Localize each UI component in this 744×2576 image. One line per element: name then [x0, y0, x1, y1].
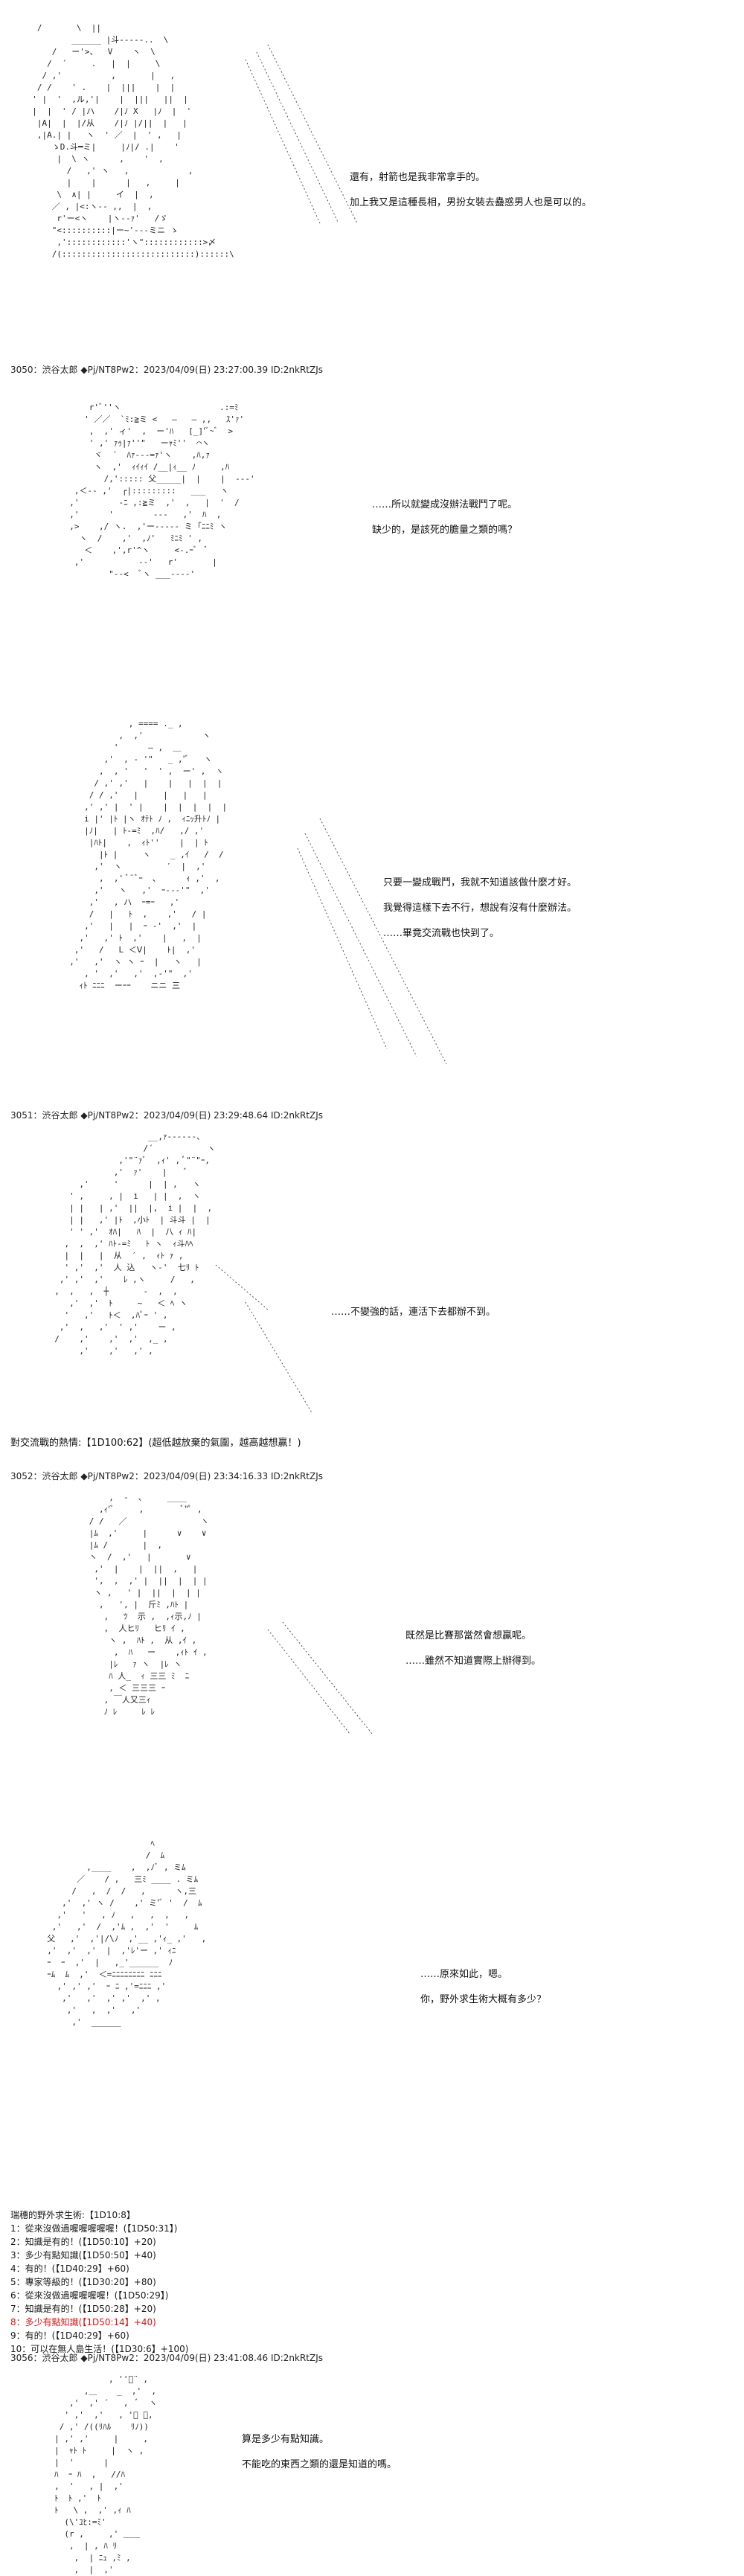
dialogue-line: ……不變強的話，連活下去都辦不到。	[331, 1307, 496, 1318]
dialogue-line: 只要一變成戰鬥，我就不知道該做什麼才好。	[383, 877, 577, 888]
dialogue-line: ……雖然不知道實際上辦得到。	[405, 1656, 542, 1667]
survival-roll-item-selected: 8：多少有點知識(【1D50:14】+40)	[10, 2317, 156, 2327]
dialogue-block: ……不變強的話，連活下去都辦不到。	[331, 1306, 496, 1331]
dialogue-line: 既然是比賽那當然會想贏呢。	[405, 1630, 532, 1641]
ascii-art-figure: , - ､ ____ ,ｨ'ﾞ , ﾞ"ﾟ , / / ／ ヽ |ﾑ ,' | …	[89, 1493, 209, 1717]
dialogue-block: 只要一變成戰鬥，我就不知道該做什麼才好。 我覺得這樣下去不行，想說有沒有什麼辦法…	[383, 877, 577, 952]
survival-roll-item: 1：從來沒做過喔喔喔喔喔！(【1D50:31】)	[10, 2223, 178, 2234]
roll-result-text: 對交流戰的熱情:【1D100:62】(超低越放棄的氣圍，越高越想贏！)	[10, 1438, 301, 1449]
dialogue-line: 不能吃的東西之類的還是知道的嗎。	[242, 2459, 397, 2470]
dialogue-line: 還有，射箭也是我非常拿手的。	[350, 172, 486, 183]
dialogue-block: ……所以就變成沒辦法戰鬥了呢。 缺少的，是該死的膽量之類的嗎？	[372, 499, 517, 549]
survival-roll-item: 5：專家等級的！(【1D30:20】+80)	[10, 2277, 156, 2287]
survival-roll-item: 6：從來沒做過喔喔喔喔！(【1D50:29】)	[10, 2290, 169, 2301]
dialogue-line: ……畢竟交流戰也快到了。	[383, 928, 500, 939]
post-header: 3050：渋谷太郎 ◆Pj/NT8Pw2：2023/04/09(日) 23:27…	[10, 365, 324, 375]
ascii-art-figure: , ==== ._ , , ,' ヽ ' ― , ＿ ,' , - '" _ ,…	[69, 719, 228, 990]
dialogue-line: 缺少的，是該死的膽量之類的嗎？	[372, 525, 518, 536]
dialogue-block: ……原來如此，嗯。 你，野外求生術大概有多少？	[420, 1968, 546, 2019]
dialogue-line: ……原來如此，嗯。	[420, 1969, 508, 1980]
survival-roll-title: 瑞穗的野外求生術:【1D10:8】	[10, 2210, 135, 2220]
dialogue-line: ……所以就變成沒辦法戰鬥了呢。	[372, 499, 518, 510]
survival-roll-item: 9：有的！(【1D40:29】+60)	[10, 2330, 129, 2341]
dialogue-block: 既然是比賽那當然會想贏呢。 ……雖然不知道實際上辦得到。	[405, 1630, 541, 1680]
survival-roll-item: 2：知識是有的！(【1D50:10】+20)	[10, 2237, 156, 2247]
survival-roll-item: 3：多少有點知識(【1D50:50】+40)	[10, 2250, 156, 2261]
dialogue-line: 你，野外求生術大概有多少？	[420, 1994, 547, 2005]
ascii-art-figure: , ''ﾞ¨ , ,＿ _ ,' , ,' ,' ´ , ﾞ ヽ ' ,' ,'…	[54, 2374, 158, 2575]
dialogue-line: 算是多少有點知識。	[242, 2434, 330, 2445]
ascii-art-figure: __,ｧ------、 /´ ヽ ,'"¨ｧﾞ ,ｨ' , ﾞ"¨"ｰ, ,' …	[54, 1132, 216, 1356]
ascii-art-figure: r'ﾞ''ヽ .:=ﾐ ' ／／ `ﾐ:≧ミ < ― ― ,, ｽ'ｧ' , ,…	[69, 403, 255, 579]
survival-roll-item: 7：知識是有的！(【1D50:28】+20)	[10, 2304, 156, 2314]
dialogue-line: 我覺得這樣下去不行，想說有沒有什麼辦法。	[383, 903, 577, 914]
survival-roll-list: 瑞穗的野外求生術:【1D10:8】 1：從來沒做過喔喔喔喔喔！(【1D50:31…	[10, 2208, 188, 2356]
post-header: 3056：渋谷太郎 ◆Pj/NT8Pw2：2023/04/09(日) 23:41…	[10, 2353, 324, 2363]
dialogue-line: 加上我又是這種長相，男扮女裝去蠱惑男人也是可以的。	[350, 197, 592, 208]
dialogue-block: 算是多少有點知識。 不能吃的東西之類的還是知道的嗎。	[242, 2433, 397, 2484]
ascii-art-figure: ﾍ / ﾑ ,____ , ,ﾉﾞ , ミﾑ ／ / , 三ﾐ ____ . ミ…	[47, 1839, 207, 2027]
survival-roll-item: 4：有的！(【1D40:29】+60)	[10, 2263, 129, 2274]
dialogue-block: 還有，射箭也是我非常拿手的。 加上我又是這種長相，男扮女裝去蠱惑男人也是可以的。	[350, 171, 591, 222]
post-header: 3052：渋谷太郎 ◆Pj/NT8Pw2：2023/04/09(日) 23:34…	[10, 1471, 324, 1481]
ascii-art-figure: / \ || ______ |斗-----.. \ / ー'>、 V ヽ \ /…	[32, 23, 234, 259]
post-header: 3051：渋谷太郎 ◆Pj/NT8Pw2：2023/04/09(日) 23:29…	[10, 1110, 324, 1121]
survival-roll-item: 10：可以在無人島生活！(【1D30:6】+100)	[10, 2344, 189, 2354]
